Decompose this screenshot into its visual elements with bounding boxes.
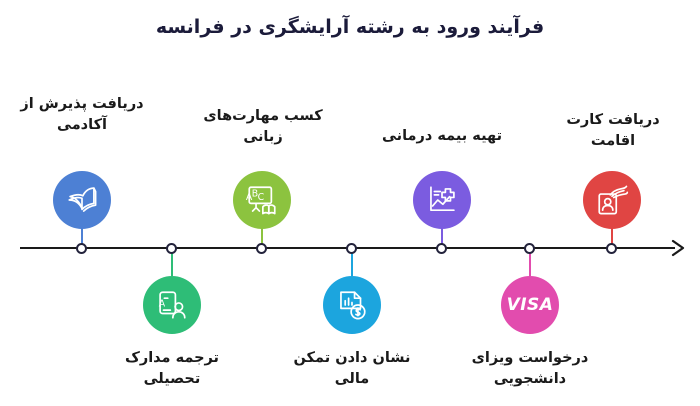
step-connector-1 [81,228,83,248]
step-icon-4[interactable] [323,276,381,334]
timeline-node-2 [166,243,177,254]
step-icon-3[interactable]: A B C [233,171,291,229]
financial-report-icon [335,288,369,322]
svg-text:C: C [258,192,265,203]
step-connector-5 [441,228,443,248]
timeline-node-1 [76,243,87,254]
timeline-node-6 [524,243,535,254]
step-label-3: کسب مهارت‌های زبانی [203,108,323,145]
step-icon-1[interactable] [53,171,111,229]
timeline-node-3 [256,243,267,254]
step-connector-6 [529,248,531,276]
timeline-node-4 [346,243,357,254]
document-person-icon: A [155,288,189,322]
visa-text-icon: VISA [506,295,554,315]
hand-id-card-icon [595,183,629,217]
step-icon-2[interactable]: A [143,276,201,334]
step-icon-7[interactable] [583,171,641,229]
step-label-7: دریافت کارت اقامت [566,112,660,149]
page-title: فرآیند ورود به رشته آرایشگری در فرانسه [155,16,545,38]
step-connector-4 [351,248,353,276]
svg-text:A: A [159,299,166,310]
step-label-5: تهیه بیمه درمانی [381,128,503,144]
step-label-6: درخواست ویزای دانشجویی [471,350,589,387]
health-chart-cross-icon [425,183,459,217]
open-book-icon [65,183,99,217]
svg-text:B: B [252,189,258,200]
step-connector-7 [611,228,613,248]
timeline-arrow-icon [668,237,690,259]
step-connector-3 [261,228,263,248]
step-icon-5[interactable] [413,171,471,229]
timeline-node-7 [606,243,617,254]
step-icon-6[interactable]: VISA [501,276,559,334]
step-label-1: دریافت پذیرش از آکادمی [20,96,144,133]
timeline-node-5 [436,243,447,254]
abc-board-book-icon: A B C [245,183,279,217]
step-connector-2 [171,248,173,276]
step-label-2: ترجمه مدارک تحصیلی [125,350,219,387]
step-label-4: نشان دادن تمکن مالی [293,350,411,387]
svg-text:A: A [246,192,253,203]
